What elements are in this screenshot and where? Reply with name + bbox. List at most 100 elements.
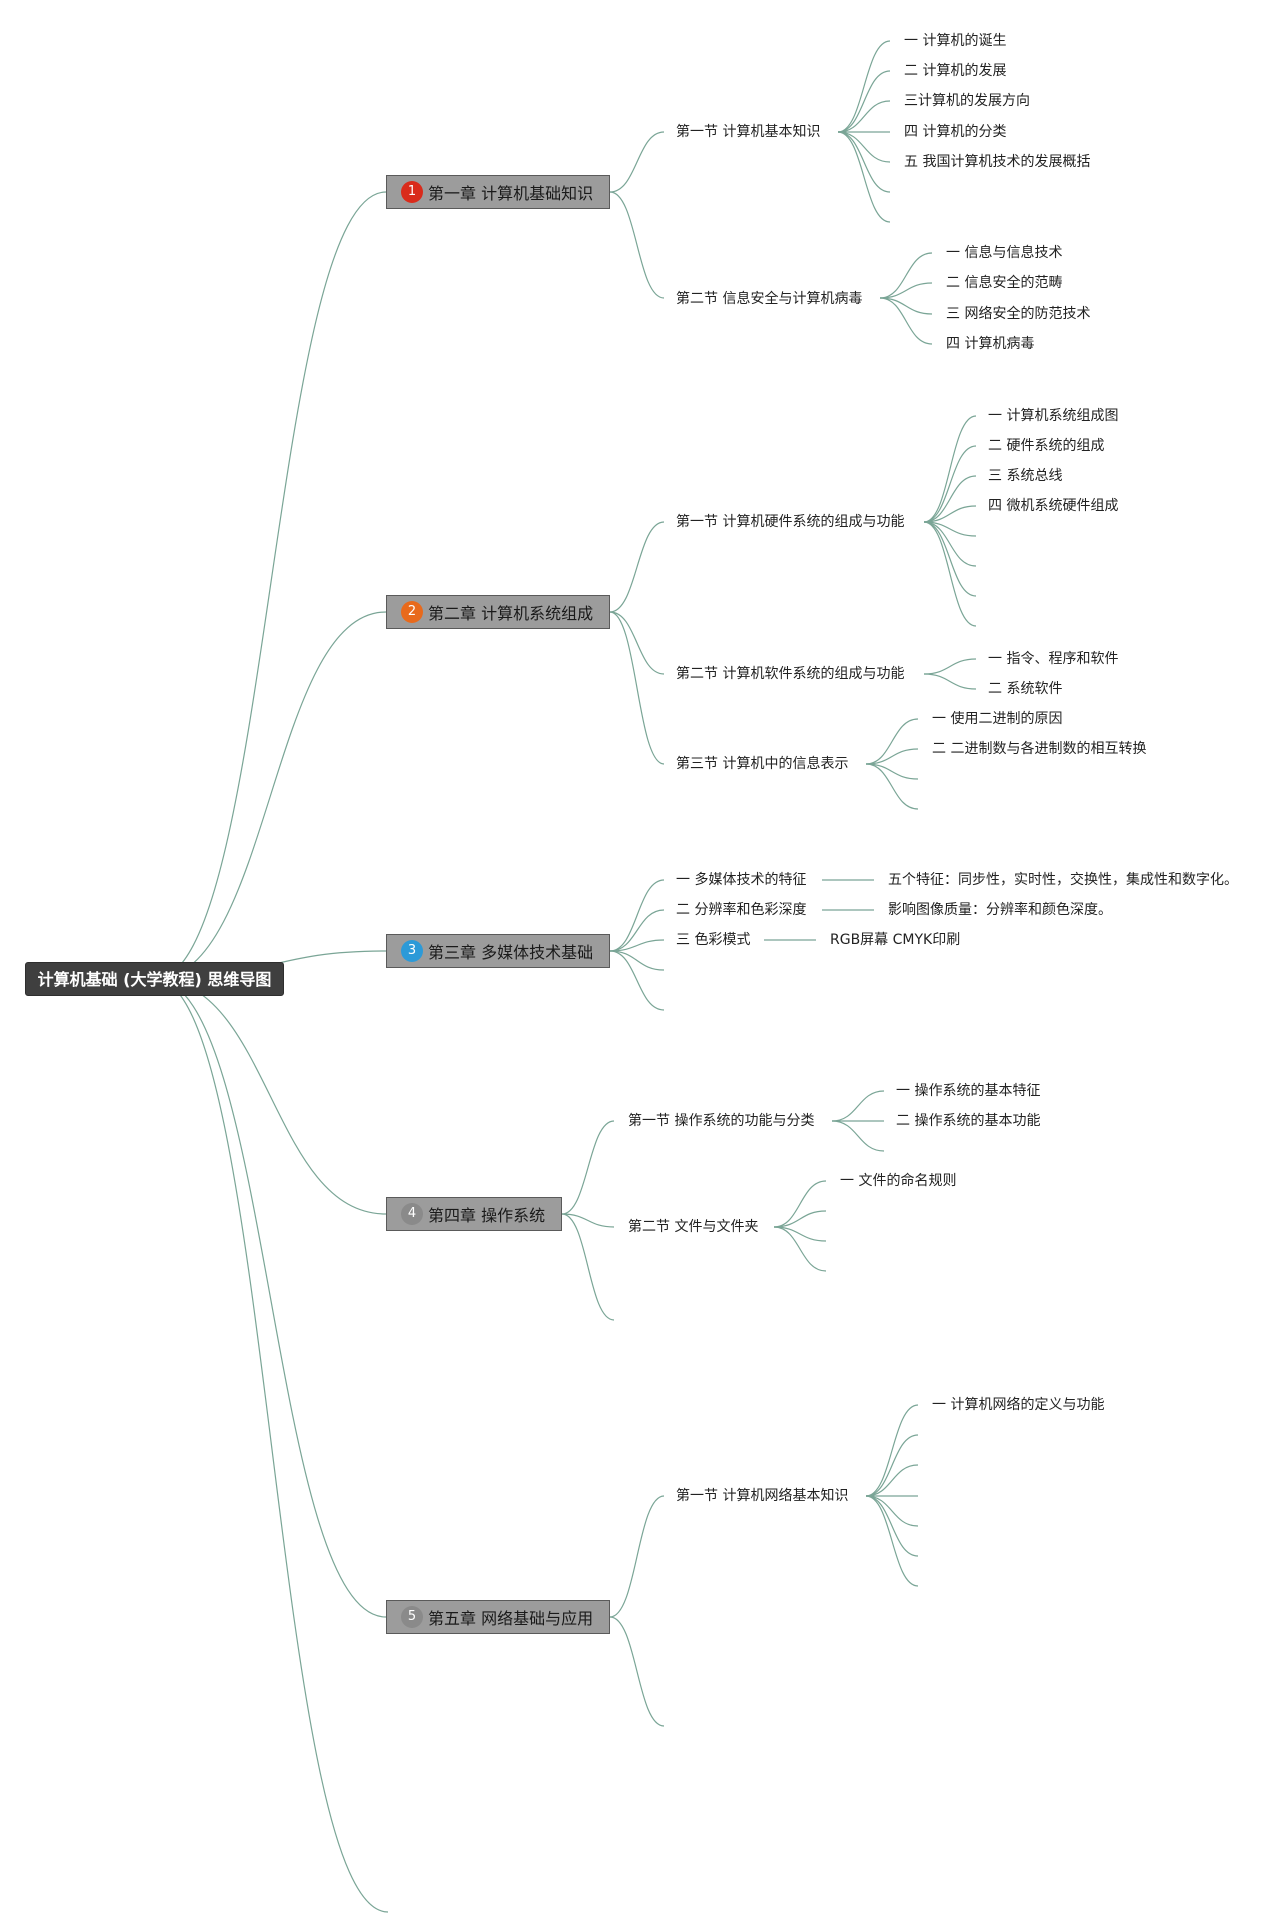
chapter-2-node[interactable]: 2 第二章 计算机系统组成: [386, 595, 610, 629]
ch2-s3-link-2: [865, 748, 919, 765]
ch1-link-s1: [609, 131, 665, 193]
ch2-s1-link-6: [923, 521, 977, 567]
ch4-s1-link-3: [831, 1120, 885, 1152]
ch2-s1-link-4: [923, 505, 977, 523]
ch2-s3-link-1: [865, 718, 919, 765]
ch1-s1-item-1[interactable]: 一 计算机的诞生: [904, 33, 1007, 49]
ch2-s1-link-8: [923, 521, 977, 627]
ch4-section-1[interactable]: 第一节 操作系统的功能与分类: [628, 1113, 815, 1129]
ch2-s3-link-3: [865, 763, 919, 780]
ch1-s1-item-3[interactable]: 三计算机的发展方向: [904, 93, 1030, 109]
ch4-s1-item-2[interactable]: 二 操作系统的基本功能: [896, 1113, 1041, 1129]
chapter-5-badge: 5: [401, 1606, 423, 1628]
root-link-4: [154, 978, 387, 1215]
ch3-topic-3-detail[interactable]: RGB屏幕 CMYK印刷: [830, 932, 961, 948]
ch2-s1-link-5: [923, 521, 977, 537]
ch3-topic-2-detail[interactable]: 影响图像质量：分辨率和颜色深度。: [888, 902, 1112, 918]
ch4-link-s1: [561, 1120, 615, 1215]
ch2-s1-link-7: [923, 521, 977, 597]
ch2-s1-link-3: [923, 475, 977, 523]
ch2-s1-item-1[interactable]: 一 计算机系统组成图: [988, 408, 1119, 424]
ch2-section-3[interactable]: 第三节 计算机中的信息表示: [676, 756, 849, 772]
ch1-s1-link-7: [837, 131, 891, 223]
ch5-s1-link-5: [865, 1495, 919, 1527]
chapter-4-label: 第四章 操作系统: [428, 1206, 546, 1225]
ch5-s1-item-1[interactable]: 一 计算机网络的定义与功能: [932, 1397, 1105, 1413]
ch4-s2-item-1[interactable]: 一 文件的命名规则: [840, 1173, 957, 1189]
ch1-s2-item-4[interactable]: 四 计算机病毒: [946, 336, 1035, 352]
ch3-link-1: [609, 879, 665, 952]
ch1-s1-link-6: [837, 131, 891, 193]
ch5-link-s2: [609, 1616, 665, 1727]
ch2-link-s3: [609, 611, 665, 765]
chapter-1-badge: 1: [401, 181, 423, 203]
ch1-s1-link-3: [837, 100, 891, 133]
ch5-s1-link-3: [865, 1464, 919, 1497]
ch2-s1-link-1: [923, 415, 977, 523]
ch3-topic-3[interactable]: 三 色彩模式: [676, 932, 751, 948]
ch3-topic-1-detail[interactable]: 五个特征：同步性，实时性，交换性，集成性和数字化。: [888, 872, 1238, 888]
ch1-s1-link-1: [837, 40, 891, 133]
ch1-s1-link-2: [837, 70, 891, 133]
ch4-s2-link-1: [773, 1180, 827, 1228]
ch3-topic-2[interactable]: 二 分辨率和色彩深度: [676, 902, 807, 918]
ch5-s1-link-2: [865, 1434, 919, 1497]
root-link-2: [154, 611, 387, 980]
ch1-link-s2: [609, 191, 665, 299]
ch2-s2-item-1[interactable]: 一 指令、程序和软件: [988, 651, 1119, 667]
chapter-4-badge: 4: [401, 1203, 423, 1225]
ch2-s2-link-1: [923, 658, 977, 675]
ch1-s2-link-4: [879, 297, 933, 345]
ch3-link-4: [609, 950, 665, 971]
ch2-s3-link-4: [865, 763, 919, 810]
ch1-s2-link-3: [879, 297, 933, 315]
ch2-s1-item-4[interactable]: 四 微机系统硬件组成: [988, 498, 1119, 514]
ch5-link-s1: [609, 1495, 665, 1618]
ch2-s2-item-2[interactable]: 二 系统软件: [988, 681, 1063, 697]
ch2-s3-item-1[interactable]: 一 使用二进制的原因: [932, 711, 1063, 727]
ch4-link-s3: [561, 1213, 615, 1321]
ch2-s3-item-2[interactable]: 二 二进制数与各进制数的相互转换: [932, 741, 1147, 757]
ch5-section-1[interactable]: 第一节 计算机网络基本知识: [676, 1488, 849, 1504]
ch1-s2-item-3[interactable]: 三 网络安全的防范技术: [946, 306, 1091, 322]
ch2-section-2[interactable]: 第二节 计算机软件系统的组成与功能: [676, 666, 905, 682]
ch1-s2-item-2[interactable]: 二 信息安全的范畴: [946, 275, 1063, 291]
chapter-3-label: 第三章 多媒体技术基础: [428, 943, 594, 962]
ch3-topic-1[interactable]: 一 多媒体技术的特征: [676, 872, 807, 888]
ch4-s2-link-2: [773, 1210, 827, 1228]
ch4-s2-link-4: [773, 1226, 827, 1272]
chapter-5-label: 第五章 网络基础与应用: [428, 1609, 594, 1628]
ch4-section-2[interactable]: 第二节 文件与文件夹: [628, 1219, 759, 1235]
ch2-s1-item-2[interactable]: 二 硬件系统的组成: [988, 438, 1105, 454]
chapter-2-label: 第二章 计算机系统组成: [428, 604, 594, 623]
ch1-s1-item-5[interactable]: 五 我国计算机技术的发展概括: [904, 154, 1091, 170]
ch4-s2-link-3: [773, 1226, 827, 1242]
chapter-3-node[interactable]: 3 第三章 多媒体技术基础: [386, 934, 610, 968]
chapter-4-node[interactable]: 4 第四章 操作系统: [386, 1197, 562, 1231]
ch2-section-1[interactable]: 第一节 计算机硬件系统的组成与功能: [676, 514, 905, 530]
ch5-s1-link-7: [865, 1495, 919, 1587]
ch4-s1-link-1: [831, 1090, 885, 1122]
ch2-link-s2: [609, 611, 665, 675]
ch5-s1-link-6: [865, 1495, 919, 1557]
ch1-section-2[interactable]: 第二节 信息安全与计算机病毒: [676, 291, 863, 307]
chapter-5-node[interactable]: 5 第五章 网络基础与应用: [386, 1600, 610, 1634]
ch1-s1-item-4[interactable]: 四 计算机的分类: [904, 124, 1007, 140]
chapter-3-badge: 3: [401, 940, 423, 962]
root-link-5: [154, 978, 387, 1618]
ch4-link-s2: [561, 1213, 615, 1228]
ch1-s2-link-2: [879, 282, 933, 299]
ch1-section-1[interactable]: 第一节 计算机基本知识: [676, 124, 821, 140]
ch2-s1-item-3[interactable]: 三 系统总线: [988, 468, 1063, 484]
chapter-2-badge: 2: [401, 601, 423, 623]
ch1-s1-link-5: [837, 131, 891, 163]
root-node[interactable]: 计算机基础 (大学教程) 思维导图: [25, 962, 284, 996]
ch1-s2-link-1: [879, 252, 933, 299]
ch1-s2-item-1[interactable]: 一 信息与信息技术: [946, 245, 1063, 261]
ch4-s1-item-1[interactable]: 一 操作系统的基本特征: [896, 1083, 1041, 1099]
chapter-1-node[interactable]: 1 第一章 计算机基础知识: [386, 175, 610, 209]
ch1-s1-item-2[interactable]: 二 计算机的发展: [904, 63, 1007, 79]
ch2-s2-link-2: [923, 673, 977, 690]
